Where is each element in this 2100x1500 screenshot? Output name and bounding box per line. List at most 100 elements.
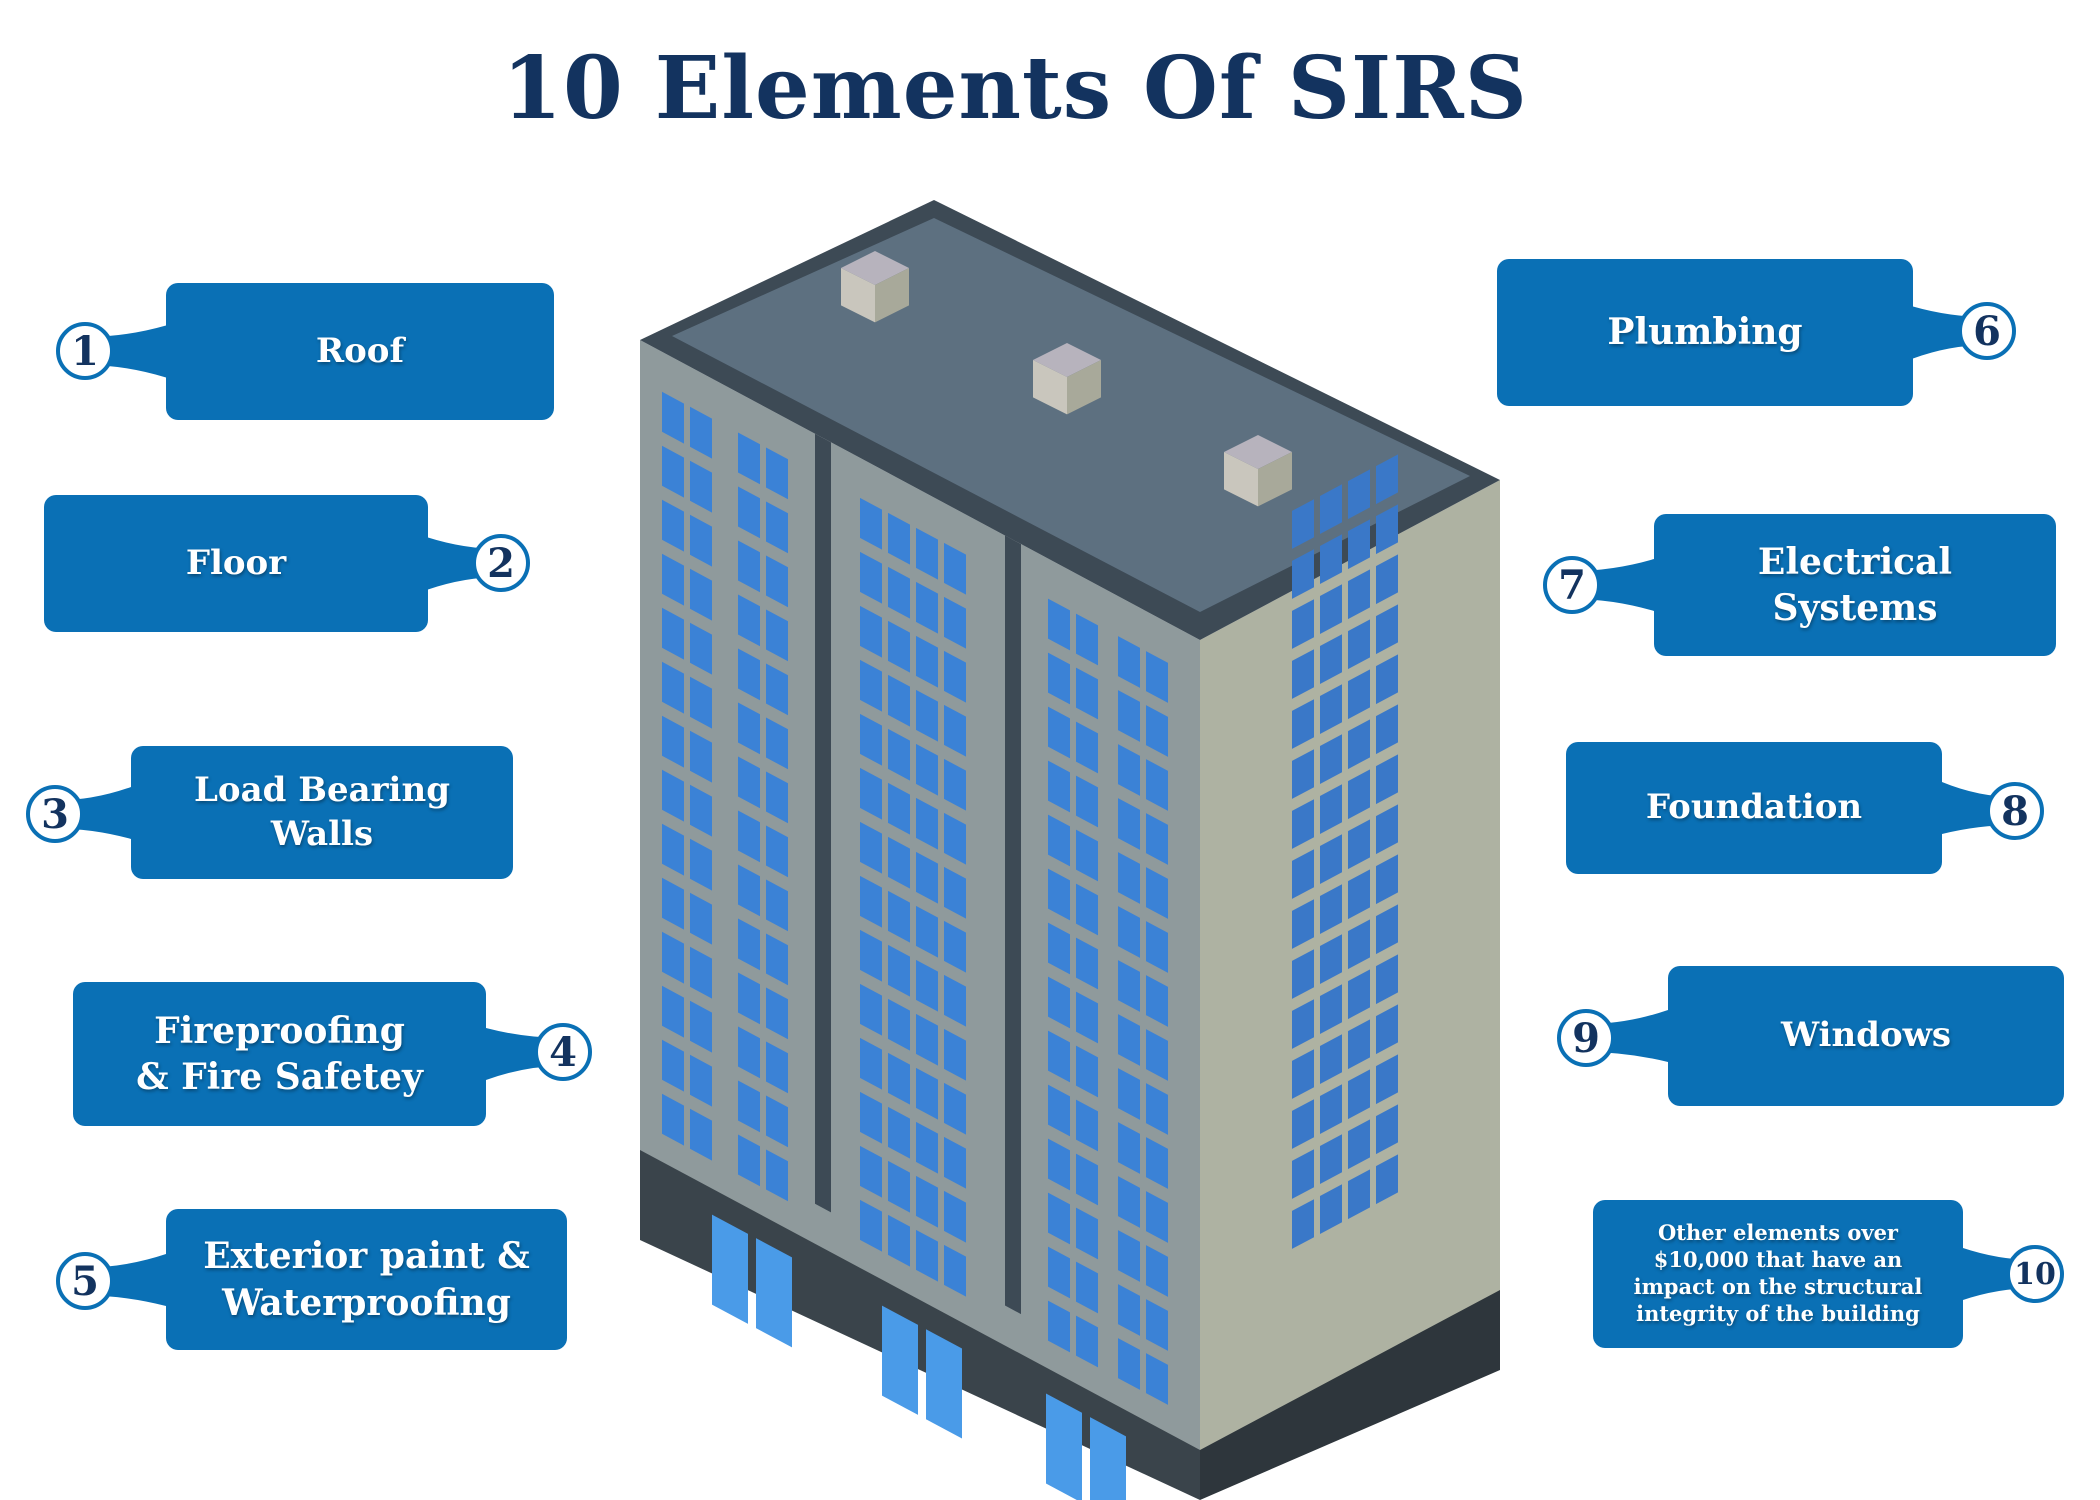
front-window (738, 540, 760, 593)
front-window (888, 1160, 910, 1213)
front-window (1048, 1192, 1070, 1245)
side-window (1292, 1099, 1314, 1149)
front-window (860, 821, 882, 874)
front-window (662, 877, 684, 930)
element-label: Floor (185, 542, 287, 583)
front-window (690, 892, 712, 945)
front-window (944, 542, 966, 595)
side-window (1292, 1199, 1314, 1249)
front-window (1118, 1122, 1140, 1174)
door-1 (756, 1238, 792, 1348)
element-label-box: Fireproofing & Fire Safetey (73, 982, 486, 1126)
front-window (944, 1082, 966, 1135)
roof-vent-3-right (1258, 452, 1292, 507)
side-window (1348, 1169, 1370, 1220)
front-window (944, 974, 966, 1027)
front-window (888, 782, 910, 835)
front-window (1118, 1284, 1140, 1336)
element-label-box: Other elements over $10,000 that have an… (1593, 1200, 1963, 1348)
front-window (888, 944, 910, 997)
front-window (916, 689, 938, 742)
side-window (1292, 599, 1314, 649)
front-window (690, 622, 712, 675)
front-window (1048, 922, 1070, 975)
front-window (916, 527, 938, 580)
front-window (1146, 1137, 1168, 1189)
front-window (860, 875, 882, 928)
front-window (738, 432, 760, 485)
element-label: Exterior paint & Waterproofing (203, 1235, 530, 1324)
front-window (766, 1149, 788, 1202)
side-window (1376, 854, 1398, 905)
element-label-box: Roof (166, 283, 554, 420)
front-window (888, 728, 910, 781)
front-window (1048, 1084, 1070, 1137)
roof-vent-2-right (1067, 360, 1101, 415)
side-window (1376, 954, 1398, 1005)
front-window (1146, 921, 1168, 973)
side-window (1320, 584, 1342, 634)
front-window (662, 391, 684, 444)
side-window (1348, 619, 1370, 670)
front-window (1048, 598, 1070, 651)
front-window (766, 1041, 788, 1094)
front-window (1146, 1353, 1168, 1405)
front-window (662, 1093, 684, 1146)
side-window (1348, 719, 1370, 770)
element-number-badge: 9 (1557, 1009, 1615, 1067)
front-window (860, 713, 882, 766)
front-window (1048, 706, 1070, 759)
element-label-box: Windows (1668, 966, 2064, 1106)
front-window (1118, 1338, 1140, 1390)
side-window (1292, 799, 1314, 849)
element-number-badge: 3 (26, 785, 84, 843)
front-window (738, 810, 760, 863)
element-label: Other elements over $10,000 that have an… (1633, 1220, 1923, 1326)
side-window (1376, 604, 1398, 655)
front-window (738, 918, 760, 971)
front-window (766, 933, 788, 986)
side-window (1348, 769, 1370, 820)
front-window (1118, 1176, 1140, 1228)
front-window (662, 1039, 684, 1092)
side-window (1348, 469, 1370, 520)
front-window (766, 825, 788, 878)
side-window (1376, 904, 1398, 955)
side-window (1320, 1034, 1342, 1084)
front-window (662, 823, 684, 876)
front-window (1076, 1045, 1098, 1098)
front-window (1146, 1299, 1168, 1351)
side-window (1376, 754, 1398, 805)
side-window (1376, 654, 1398, 705)
side-window (1292, 1149, 1314, 1199)
front-window (944, 1028, 966, 1081)
front-window (1076, 1315, 1098, 1368)
side-window (1348, 969, 1370, 1020)
front-window (690, 1108, 712, 1161)
front-window (1048, 868, 1070, 921)
front-window (916, 797, 938, 850)
side-window (1320, 934, 1342, 984)
front-window (916, 581, 938, 634)
roof-vent-1-left (841, 268, 875, 323)
front-window (1048, 652, 1070, 705)
front-window (766, 447, 788, 500)
front-window (1118, 906, 1140, 958)
front-window (860, 497, 882, 550)
front-window (1076, 883, 1098, 936)
side-window (1292, 699, 1314, 749)
side-window (1292, 949, 1314, 999)
front-window (916, 1175, 938, 1228)
front-window (916, 1229, 938, 1282)
front-window (916, 635, 938, 688)
front-divider-2 (1005, 535, 1021, 1315)
front-window (766, 771, 788, 824)
front-window (690, 838, 712, 891)
side-window (1376, 804, 1398, 855)
front-window (916, 905, 938, 958)
side-window (1292, 1049, 1314, 1099)
front-window (738, 702, 760, 755)
element-label-box: Plumbing (1497, 259, 1913, 406)
front-window (860, 767, 882, 820)
front-window (860, 929, 882, 982)
